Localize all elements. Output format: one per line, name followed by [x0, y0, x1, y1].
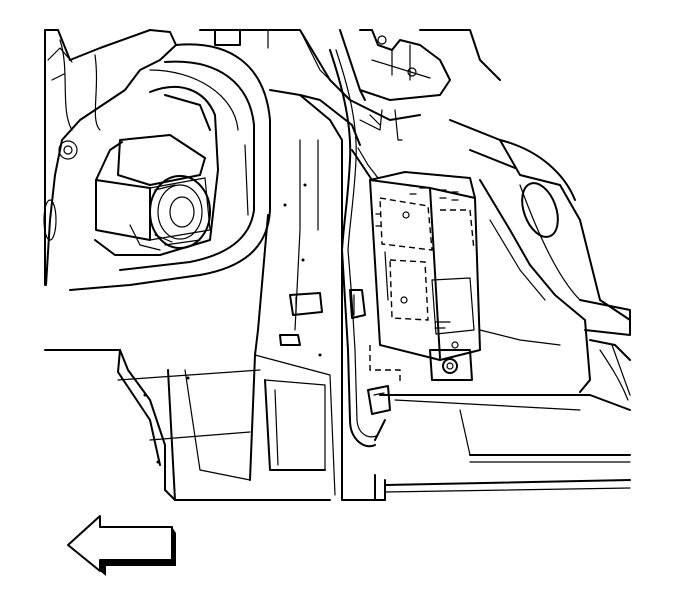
wiring-harness: [329, 49, 391, 448]
mounting-bracket: [369, 329, 561, 385]
lower-body-panel: [44, 349, 386, 501]
wheelhouse-panel: [43, 29, 177, 286]
control-module: [369, 171, 481, 361]
quarter-panel: [379, 119, 631, 493]
speaker-housing: [94, 85, 219, 256]
left-arrow-icon: [67, 515, 176, 576]
rear-shelf: [199, 29, 501, 141]
center-pillar: [249, 89, 361, 496]
wheelhouse-arch: [69, 43, 271, 291]
